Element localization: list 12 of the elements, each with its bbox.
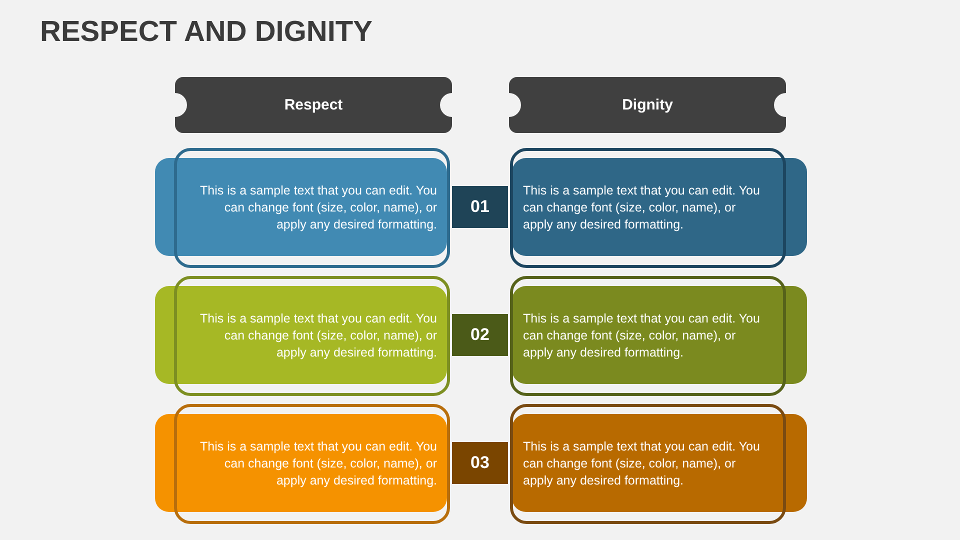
card-text: This is a sample text that you can edit. You can change font (size, color, name), or apply any desired formatting. xyxy=(199,310,437,362)
number-band: 01 xyxy=(452,186,508,228)
card-text: This is a sample text that you can edit. You can change font (size, color, name), or apply any desired formatting. xyxy=(199,182,437,234)
header-label: Dignity xyxy=(622,96,673,114)
number-band: 02 xyxy=(452,314,508,356)
card-text: This is a sample text that you can edit. You can change font (size, color, name), or apply any desired formatting. xyxy=(523,310,761,362)
slide-title: RESPECT AND DIGNITY xyxy=(40,17,372,49)
card-text: This is a sample text that you can edit. You can change font (size, color, name), or apply any desired formatting. xyxy=(523,182,761,234)
card-text: This is a sample text that you can edit. You can change font (size, color, name), or apply any desired formatting. xyxy=(523,438,761,490)
number-band: 03 xyxy=(452,442,508,484)
header-label: Respect xyxy=(284,96,343,114)
card-text: This is a sample text that you can edit. You can change font (size, color, name), or apply any desired formatting. xyxy=(199,438,437,490)
